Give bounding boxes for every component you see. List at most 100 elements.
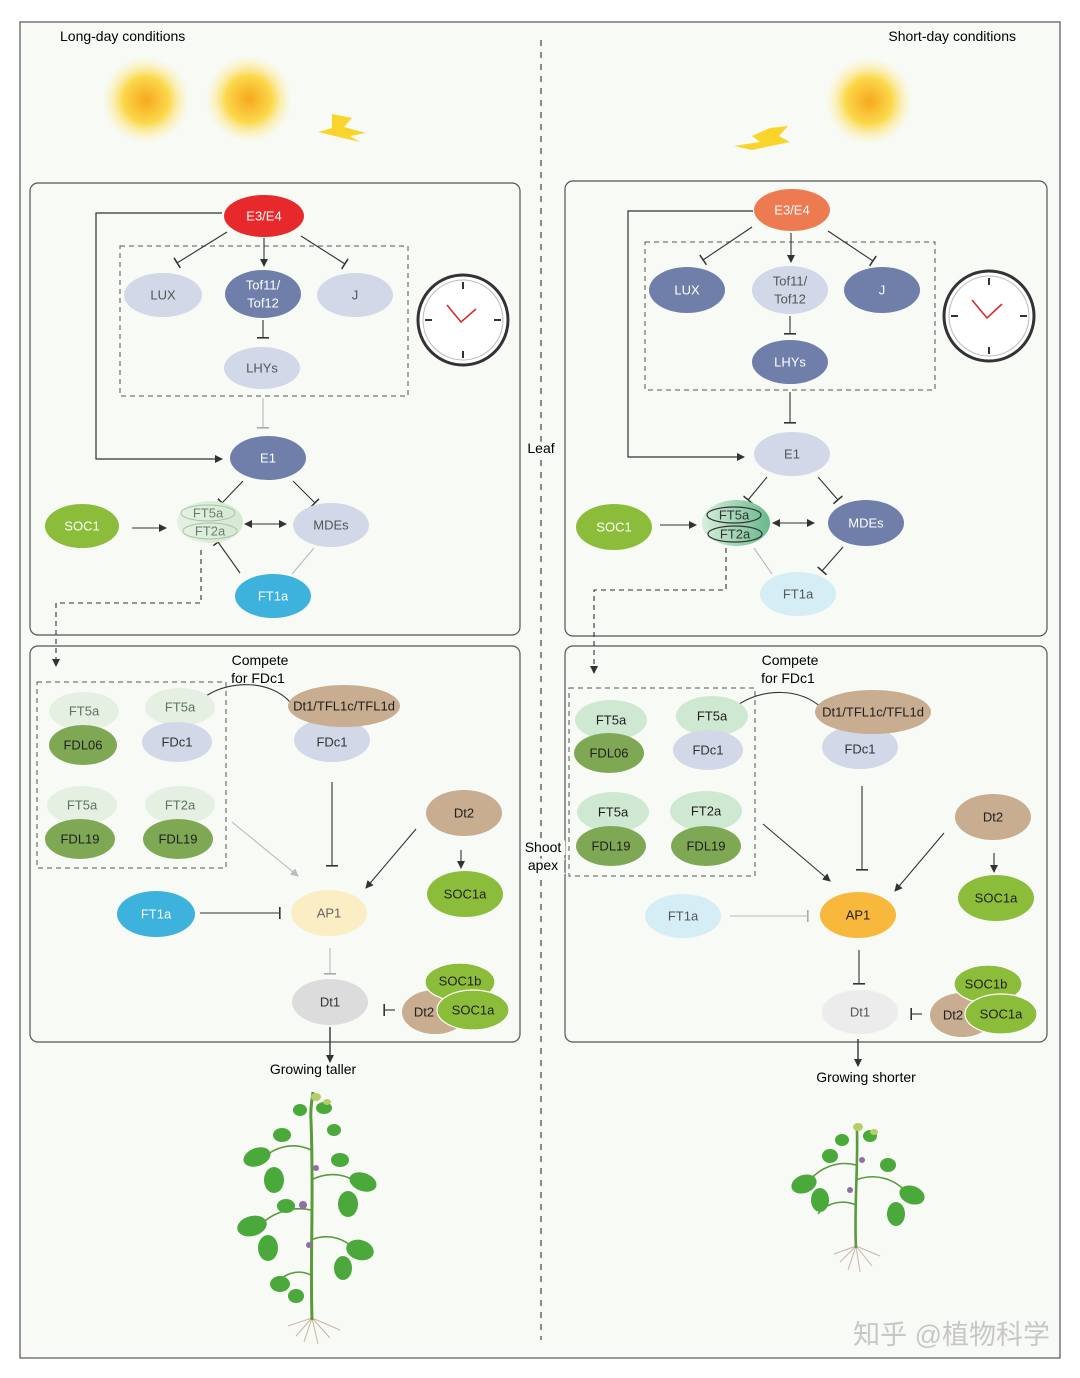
gene-label: Dt1/TFL1c/TFL1d xyxy=(293,699,395,714)
gene-label: LUX xyxy=(674,283,700,298)
gene-label: Dt2 xyxy=(414,1005,434,1020)
gene-label: Dt2 xyxy=(943,1008,963,1023)
gene-e1 xyxy=(230,436,306,480)
gene-label: AP1 xyxy=(317,906,342,921)
gene-label: FDL19 xyxy=(60,832,99,847)
gene-dt2 xyxy=(955,794,1031,840)
gene-label: SOC1a xyxy=(980,1007,1023,1022)
gene-label: FDc1 xyxy=(316,735,347,750)
gene-label: MDEs xyxy=(313,518,349,533)
gene-label: E3/E4 xyxy=(246,209,281,224)
gene-label: FDc1 xyxy=(844,742,875,757)
gene-ft1a xyxy=(235,574,311,618)
gene-label: Tof11/ xyxy=(246,278,281,293)
gene-fdc1 xyxy=(294,718,370,762)
gene-fdl06 xyxy=(49,725,117,765)
gene-label: FT5a xyxy=(165,700,196,715)
outcome-left: Growing taller xyxy=(270,1061,357,1077)
gene-lux xyxy=(649,267,725,313)
gene-label: FT5a xyxy=(67,798,98,813)
gene-label: Tof12 xyxy=(774,292,806,307)
edge-to-apex-right xyxy=(590,548,727,674)
edge-to-apex-left xyxy=(52,550,202,667)
gene-ft1a xyxy=(645,894,721,938)
gene-label: FT5a xyxy=(719,508,750,523)
clock-module-box-right xyxy=(644,241,936,391)
gene-fdl19 xyxy=(671,826,741,866)
gene-fdc1 xyxy=(822,725,898,769)
apex-panel-left xyxy=(29,645,521,1043)
edge xyxy=(291,547,315,575)
gene-dt1 xyxy=(292,979,368,1025)
gene-fdl06 xyxy=(574,733,644,773)
gene-j xyxy=(844,267,920,313)
gene-label: SOC1a xyxy=(975,891,1018,906)
clock-icon xyxy=(416,273,510,367)
gene-fdl19 xyxy=(143,819,213,859)
gene-mdes xyxy=(828,500,904,546)
gene-fdc1 xyxy=(142,722,212,762)
apex-panel-right xyxy=(564,645,1048,1043)
gene-ap1 xyxy=(820,892,896,938)
edge xyxy=(742,476,768,505)
clock-icon xyxy=(942,269,1036,363)
leaf-panel-left xyxy=(29,182,521,636)
gene-dt1-tfl1c-tfl1d xyxy=(815,690,931,734)
gene-label: Tof12 xyxy=(247,296,279,311)
gene-soc1 xyxy=(45,504,119,548)
gene-tof11-tof12 xyxy=(752,266,828,314)
header-short-day: Short-day conditions xyxy=(888,28,1016,44)
gene-label: LHYs xyxy=(246,361,278,376)
gene-label: SOC1 xyxy=(596,520,631,535)
gene-label: FT2a xyxy=(720,527,751,542)
gene-ft2a xyxy=(670,791,742,831)
gene-label: SOC1b xyxy=(439,974,482,989)
gene-fdl19 xyxy=(576,826,646,866)
gene-e3e4 xyxy=(754,189,830,231)
gene-label: MDEs xyxy=(848,516,884,531)
edge xyxy=(827,230,877,267)
compete-curve xyxy=(738,691,823,709)
gene-label: FT1a xyxy=(783,587,814,602)
compete-label-line1: Compete xyxy=(232,652,289,668)
gene-e1 xyxy=(754,432,830,476)
gene-label: SOC1 xyxy=(64,519,99,534)
organ-label-apex: apex xyxy=(528,857,558,873)
edge xyxy=(699,226,753,266)
compete-label-line2: for FDc1 xyxy=(231,670,285,686)
gene-label: E3/E4 xyxy=(774,203,809,218)
gene-label: FT5a xyxy=(69,704,100,719)
edge xyxy=(292,480,320,508)
gene-label: SOC1a xyxy=(452,1003,495,1018)
gene-label: FT2a xyxy=(195,524,226,539)
compete-curve xyxy=(205,684,291,703)
sun-icon xyxy=(207,57,291,141)
edge-e3-e1-right xyxy=(627,210,753,461)
edge xyxy=(762,823,831,882)
gene-label: FT5a xyxy=(598,805,629,820)
gene-label: LHYs xyxy=(774,355,806,370)
sun-icon xyxy=(104,58,188,142)
gene-label: LUX xyxy=(150,288,176,303)
organ-label-shoot: Shoot xyxy=(525,839,562,855)
gene-lux xyxy=(124,273,202,317)
gene-fdc1 xyxy=(673,730,743,770)
lightning-icon xyxy=(318,114,366,142)
gene-ft5a xyxy=(575,700,647,740)
tall-soybean-plant-illustration xyxy=(237,1091,377,1345)
gene-label: FDL19 xyxy=(158,832,197,847)
gene-dt2 xyxy=(426,790,502,836)
gene-dt1 xyxy=(822,990,898,1034)
gene-ft5a xyxy=(577,792,649,832)
leaf-panel-right xyxy=(564,180,1048,637)
edge xyxy=(817,546,844,576)
gene-label: SOC1b xyxy=(965,977,1008,992)
gene-label: FDL06 xyxy=(63,738,102,753)
gene-ap1 xyxy=(291,890,367,936)
edge xyxy=(173,231,228,269)
compete-label-line1: Compete xyxy=(762,652,819,668)
gene-soc1a xyxy=(958,875,1034,921)
gene-label: Dt2 xyxy=(454,806,474,821)
gene-label: E1 xyxy=(260,451,276,466)
